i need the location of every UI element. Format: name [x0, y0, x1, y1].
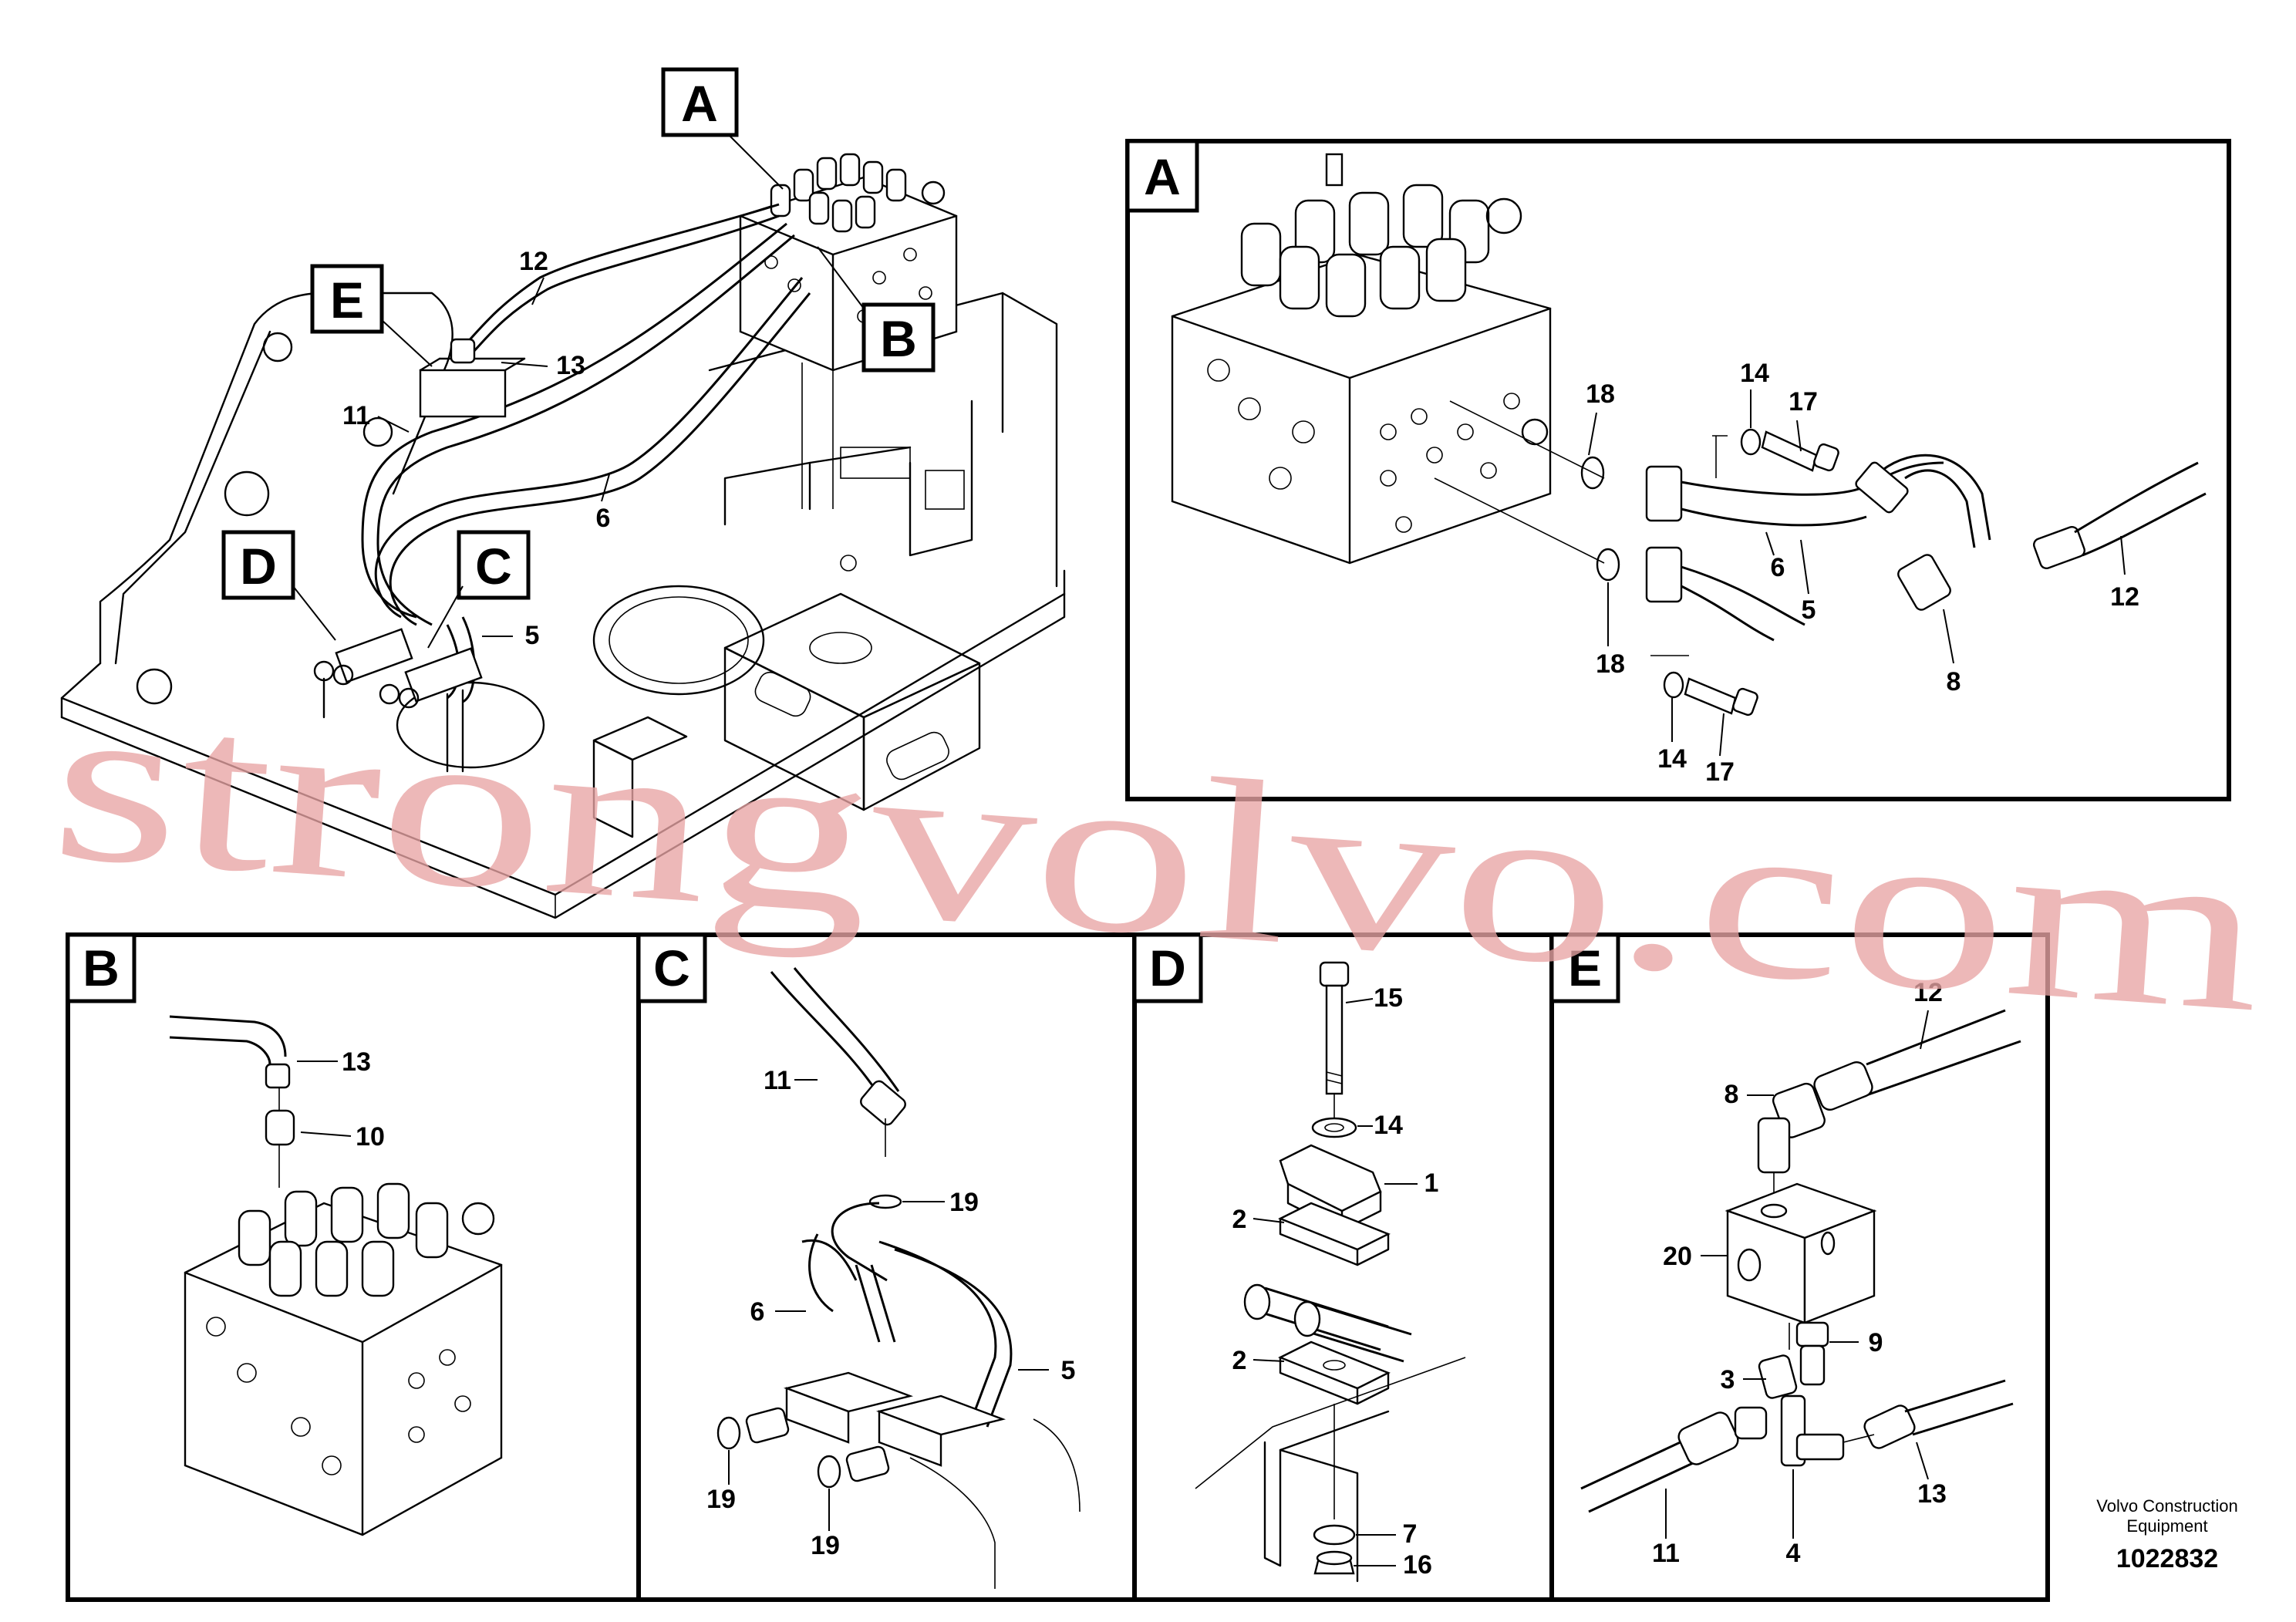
- panel-c-part-19-top: 19: [949, 1188, 979, 1217]
- overview-part-11: 11: [342, 401, 370, 430]
- panel-e-title: E: [1568, 939, 1602, 996]
- overview-part-13: 13: [556, 351, 585, 380]
- panel-b-part-13: 13: [342, 1047, 371, 1077]
- panel-e-part-13: 13: [1917, 1479, 1947, 1509]
- panel-c-part-6: 6: [750, 1297, 765, 1327]
- panel-a-part-18-top: 18: [1586, 379, 1615, 409]
- overview-part-12: 12: [519, 247, 548, 276]
- detail-panel-d: D 15: [1132, 932, 1554, 1602]
- panel-a-part-14-bottom: 14: [1657, 744, 1687, 774]
- overview-part-6: 6: [596, 504, 611, 533]
- callout-c-label: C: [475, 538, 512, 595]
- panel-d-title: D: [1149, 939, 1186, 996]
- panel-b-title: B: [83, 939, 120, 996]
- panel-d-part-15: 15: [1374, 983, 1403, 1013]
- panel-d-part-14: 14: [1374, 1111, 1403, 1140]
- callout-d-label: D: [240, 538, 277, 595]
- detail-panel-b: B 13 10: [66, 932, 641, 1602]
- panel-e-part-11: 11: [1652, 1539, 1680, 1568]
- detail-panel-a: A: [1125, 139, 2231, 801]
- manufacturer-line-1: Volvo Construction: [2096, 1496, 2237, 1516]
- panel-a-part-17-bottom: 17: [1705, 757, 1735, 787]
- callout-b-label: B: [880, 310, 917, 367]
- panel-c-part-11: 11: [764, 1066, 791, 1095]
- panel-e-part-3: 3: [1721, 1365, 1735, 1394]
- panel-d-part-2-bottom: 2: [1232, 1346, 1247, 1375]
- panel-a-part-6: 6: [1771, 553, 1785, 582]
- panel-c-part-5: 5: [1061, 1356, 1076, 1385]
- callout-e-label: E: [330, 271, 364, 329]
- callout-a-label: A: [681, 75, 718, 132]
- panel-e-part-8: 8: [1725, 1080, 1739, 1109]
- panel-e-part-20: 20: [1663, 1242, 1692, 1271]
- panel-a-part-12: 12: [2110, 582, 2139, 612]
- overview-callout-a: A: [661, 67, 784, 190]
- panel-c-title: C: [653, 939, 690, 996]
- panel-d-part-2-top: 2: [1232, 1205, 1247, 1234]
- detail-panel-e: E 12 8: [1549, 932, 2050, 1602]
- overview-callout-b: B: [817, 246, 936, 373]
- document-number: 1022832: [2116, 1544, 2218, 1573]
- panel-d-part-1: 1: [1424, 1168, 1439, 1198]
- document-footer: Volvo Construction Equipment 1022832: [2096, 1496, 2237, 1573]
- panel-a-part-14-top: 14: [1740, 359, 1769, 388]
- overview-hoses: [361, 203, 811, 703]
- panel-b-part-10: 10: [356, 1122, 385, 1152]
- detail-panel-c: C 11 19 6 5 19 19: [636, 932, 1137, 1602]
- overview-callout-c: C: [427, 530, 531, 649]
- overview-callout-d: D: [221, 530, 336, 641]
- panel-a-part-8: 8: [1947, 667, 1961, 696]
- panel-d-part-7: 7: [1403, 1519, 1418, 1549]
- overview-part-labels: 12 13 11 6 5: [342, 247, 610, 650]
- panel-a-title: A: [1144, 148, 1181, 205]
- overview-callout-e: E: [310, 264, 433, 367]
- manufacturer-line-2: Equipment: [2126, 1516, 2207, 1536]
- panel-a-part-5: 5: [1802, 595, 1816, 625]
- panel-c-part-19-bottom: 19: [811, 1531, 840, 1560]
- panel-e-part-9: 9: [1869, 1328, 1883, 1357]
- panel-a-part-18-bottom: 18: [1596, 649, 1625, 679]
- panel-c-part-19-left: 19: [706, 1485, 736, 1514]
- panel-a-part-17-top: 17: [1789, 387, 1818, 416]
- panel-d-part-16: 16: [1403, 1550, 1432, 1580]
- panel-e-part-4: 4: [1786, 1539, 1801, 1568]
- overview-part-5: 5: [525, 621, 540, 650]
- panel-e-part-12: 12: [1913, 978, 1943, 1007]
